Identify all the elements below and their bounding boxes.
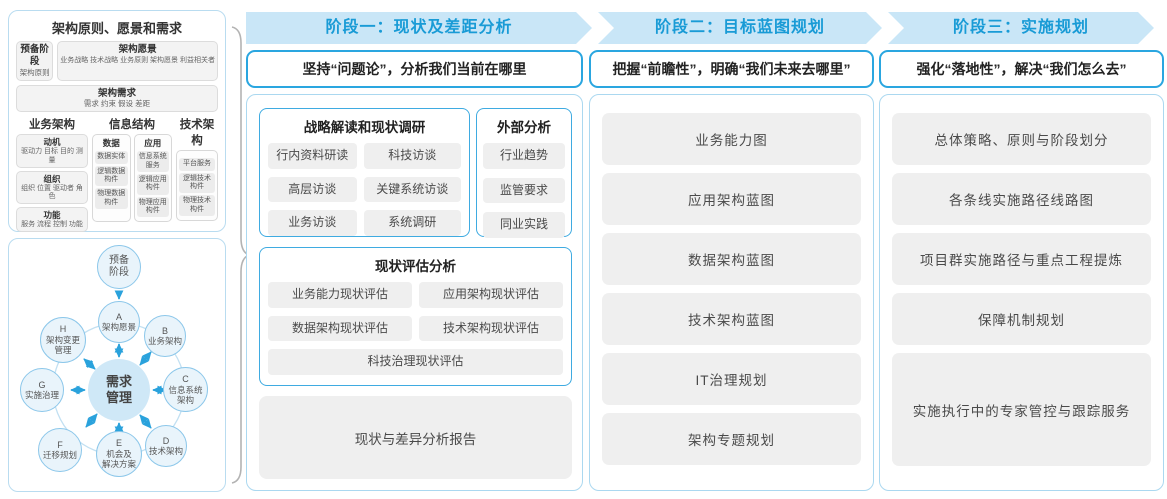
deliverable-item: 项目群实施路径与重点工程提炼 <box>892 233 1151 285</box>
chip: 行内资料研读 <box>268 143 357 169</box>
chip: 业务能力现状评估 <box>268 282 412 308</box>
chip: 监管要求 <box>483 177 565 204</box>
phase1-banner: 阶段一：现状及差距分析 <box>246 12 592 44</box>
deliverable-item: 数据架构蓝图 <box>602 233 861 285</box>
chip: 数据架构现状评估 <box>268 315 412 342</box>
adm-arrows <box>70 290 167 436</box>
tech-arch-column: 技术架构 平台服务 逻辑技术 构件 物理技术 构件 <box>176 116 218 235</box>
business-arch-header: 业务架构 <box>29 119 75 132</box>
architecture-columns: 业务架构 动机 驱动力 目标 目的 测量 组织 组织 位置 驱动者 角色 功能 … <box>16 116 218 235</box>
prep-phase-box: 预备阶段 架构原则 <box>16 41 54 81</box>
chip: 应用架构现状评估 <box>419 282 563 308</box>
deliverable-item: IT治理规划 <box>602 353 861 405</box>
organization-box: 组织 组织 位置 驱动者 角色 <box>16 170 88 205</box>
external-chips: 行业趋势 监管要求 同业实践 <box>483 143 565 238</box>
assessment-chips: 业务能力现状评估 应用架构现状评估 数据架构现状评估 技术架构现状评估 科技治理… <box>268 282 563 375</box>
deliverable-item: 业务能力图 <box>602 113 861 165</box>
tech-arch-box: 平台服务 逻辑技术 构件 物理技术 构件 <box>176 150 218 222</box>
prep-vision-row: 预备阶段 架构原则 架构愿景 业务战略 技术战略 业务原则 架构愿景 利益相关者 <box>16 41 218 81</box>
deliverable-item: 保障机制规划 <box>892 293 1151 345</box>
requirements-title: 架构需求 <box>97 87 136 99</box>
chip: 关键系统访谈 <box>363 176 461 203</box>
chip: 科技访谈 <box>363 143 461 169</box>
deliverable-item: 应用架构蓝图 <box>602 173 861 225</box>
assessment-title: 现状评估分析 <box>375 259 456 274</box>
phase3-items: 总体策略、原则与阶段划分 各条线实施路径线路图 项目群实施路径与重点工程提炼 保… <box>892 113 1151 466</box>
phase3-subtitle: 强化“落地性”，解决“我们怎么去” <box>879 50 1164 88</box>
deliverable-item: 架构专题规划 <box>602 413 861 465</box>
phase2-subtitle: 把握“前瞻性”，明确“我们未来去哪里” <box>589 50 874 88</box>
external-analysis-title: 外部分析 <box>497 120 551 135</box>
chip: 系统调研 <box>363 210 461 236</box>
gap-report-box: 现状与差异分析报告 <box>259 396 572 479</box>
chip: 业务访谈 <box>268 210 357 236</box>
assessment-box: 现状评估分析 业务能力现状评估 应用架构现状评估 数据架构现状评估 技术架构现状… <box>259 247 572 386</box>
requirements-sub: 需求 约束 假设 差距 <box>83 99 151 109</box>
phase2-column: 业务能力图 应用架构蓝图 数据架构蓝图 技术架构蓝图 IT治理规划 架构专题规划 <box>589 94 874 491</box>
chip: 科技治理现状评估 <box>268 349 563 375</box>
phase2-items: 业务能力图 应用架构蓝图 数据架构蓝图 技术架构蓝图 IT治理规划 架构专题规划 <box>602 113 861 465</box>
deliverable-item: 总体策略、原则与阶段划分 <box>892 113 1151 165</box>
adm-node-preliminary: 预备 阶段 <box>97 245 141 289</box>
function-box: 功能 服务 流程 控制 功能 <box>16 207 88 232</box>
requirements-box: 架构需求 需求 约束 假设 差距 <box>16 84 218 113</box>
prep-phase-title: 预备阶段 <box>20 44 49 67</box>
data-subcolumn: 数据 数据实体 逻辑数据 构件 物理数据 构件 <box>92 134 131 223</box>
vision-sub: 业务战略 技术战略 业务原则 架构愿景 利益相关者 <box>60 56 215 64</box>
external-analysis-box: 外部分析 行业趋势 监管要求 同业实践 <box>476 108 572 238</box>
phase2-banner: 阶段二：目标蓝图规划 <box>598 12 882 44</box>
strategy-research-title: 战略解读和现状调研 <box>303 120 426 135</box>
panel-title: 架构原则、愿景和需求 <box>51 21 182 36</box>
prep-phase-sub: 架构原则 <box>19 67 50 77</box>
chip: 行业趋势 <box>483 143 565 169</box>
business-arch-column: 业务架构 动机 驱动力 目标 目的 测量 组织 组织 位置 驱动者 角色 功能 … <box>16 116 88 235</box>
phase3-column: 总体策略、原则与阶段划分 各条线实施路径线路图 项目群实施路径与重点工程提炼 保… <box>879 94 1164 491</box>
info-subcolumns: 数据 数据实体 逻辑数据 构件 物理数据 构件 应用 信息系统 服务 逻辑应用 … <box>92 134 172 223</box>
architecture-content-panel: 架构原则、愿景和需求 预备阶段 架构原则 架构愿景 业务战略 技术战略 业务原则… <box>8 10 226 276</box>
deliverable-item: 实施执行中的专家管控与跟踪服务 <box>892 353 1151 466</box>
chip: 同业实践 <box>483 212 565 238</box>
phase3-banner: 阶段三：实施规划 <box>888 12 1154 44</box>
phase1-subtitle: 坚持“问题论”，分析我们当前在哪里 <box>246 50 583 88</box>
strategy-research-box: 战略解读和现状调研 行内资料研读 科技访谈 高层访谈 关键系统访谈 业务访谈 系… <box>259 108 470 237</box>
vision-box: 架构愿景 业务战略 技术战略 业务原则 架构愿景 利益相关者 <box>57 41 218 81</box>
info-structure-column: 信息结构 数据 数据实体 逻辑数据 构件 物理数据 构件 应用 信息系统 服务 … <box>92 116 172 235</box>
phase1-column: 战略解读和现状调研 行内资料研读 科技访谈 高层访谈 关键系统访谈 业务访谈 系… <box>246 94 583 491</box>
application-subcolumn: 应用 信息系统 服务 逻辑应用 构件 物理应用 构件 <box>133 134 172 223</box>
chip: 技术架构现状评估 <box>419 315 563 342</box>
adm-center-requirements: 需求 管理 <box>88 359 150 421</box>
vision-title: 架构愿景 <box>118 44 157 55</box>
motivation-box: 动机 驱动力 目标 目的 测量 <box>16 134 88 168</box>
strategy-chips: 行内资料研读 科技访谈 高层访谈 关键系统访谈 业务访谈 系统调研 <box>268 143 461 236</box>
tech-arch-header: 技术架构 <box>179 119 215 148</box>
deliverable-item: 技术架构蓝图 <box>602 293 861 345</box>
deliverable-item: 各条线实施路径线路图 <box>892 173 1151 225</box>
chip: 高层访谈 <box>268 176 357 203</box>
info-structure-header: 信息结构 <box>109 119 155 132</box>
